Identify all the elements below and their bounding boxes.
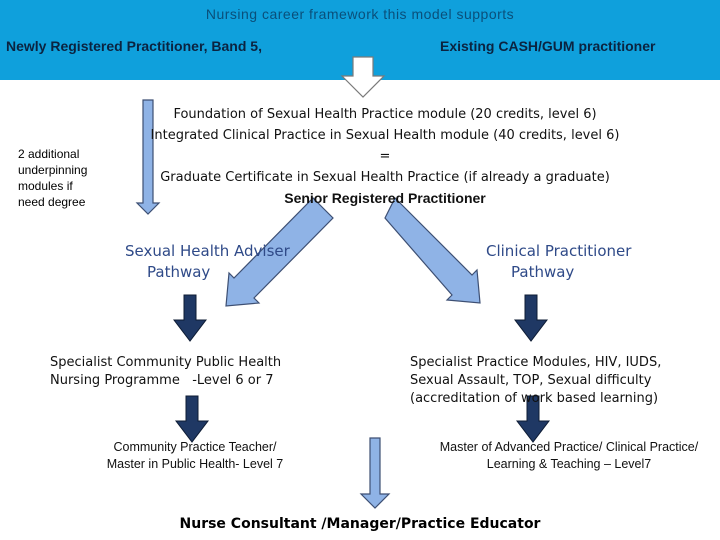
level2-line: Specialist Community Public Health	[50, 355, 282, 370]
foundation-line: Integrated Clinical Practice in Sexual H…	[150, 128, 620, 143]
newly-registered-label: Newly Registered Practitioner, Band 5,	[6, 38, 262, 54]
header-down-arrow	[340, 56, 386, 98]
side-down-arrow	[135, 99, 161, 215]
specialist-practice-block: Specialist Practice Modules, HIV, IUDS, …	[410, 354, 661, 408]
master-advanced-practice-block: Master of Advanced Practice/ Clinical Pr…	[418, 439, 720, 473]
level3-line: Community Practice Teacher/	[113, 440, 277, 454]
pathway-label: Sexual Health Adviser	[125, 242, 290, 260]
clinical-practitioner-pathway: Clinical Practitioner Pathway	[486, 241, 631, 283]
existing-practitioner-label: Existing CASH/GUM practitioner	[440, 38, 656, 54]
pathway-label: Pathway	[511, 263, 575, 281]
page-title: Nursing career framework this model supp…	[205, 6, 515, 22]
nurse-consultant-label: Nurse Consultant /Manager/Practice Educa…	[179, 516, 541, 532]
left-diagonal-arrow	[225, 197, 334, 307]
foundation-block: Foundation of Sexual Health Practice mod…	[150, 104, 620, 209]
community-practice-teacher-block: Community Practice Teacher/ Master in Pu…	[80, 439, 310, 473]
level2-line: (accreditation of work based learning)	[410, 391, 659, 406]
right-dark-arrow-2	[515, 395, 551, 443]
right-diagonal-arrow	[384, 196, 481, 304]
pathway-label: Pathway	[147, 263, 211, 281]
level3-line: Master in Public Health- Level 7	[106, 457, 284, 471]
left-dark-arrow-1	[172, 294, 208, 342]
level2-line: Specialist Practice Modules, HIV, IUDS,	[410, 355, 662, 370]
specialist-community-block: Specialist Community Public Health Nursi…	[50, 354, 281, 390]
level3-line: Learning & Teaching – Level7	[486, 457, 652, 471]
side-note: 2 additional underpinning modules if nee…	[18, 146, 87, 210]
right-dark-arrow-1	[513, 294, 549, 342]
level2-line: Nursing Programme -Level 6 or 7	[50, 373, 274, 388]
foundation-line: Graduate Certificate in Sexual Health Pr…	[160, 170, 610, 185]
pathway-label: Clinical Practitioner	[486, 242, 632, 260]
side-note-line: modules if	[18, 179, 73, 193]
foundation-line: =	[379, 149, 391, 164]
side-note-line: 2 additional	[18, 147, 80, 161]
foundation-line: Foundation of Sexual Health Practice mod…	[173, 107, 597, 122]
level3-line: Master of Advanced Practice/ Clinical Pr…	[439, 440, 699, 454]
level2-line: Sexual Assault, TOP, Sexual difficulty	[410, 373, 652, 388]
bottom-down-arrow	[359, 437, 391, 509]
side-note-line: underpinning	[18, 163, 88, 177]
side-note-line: need degree	[18, 195, 86, 209]
left-dark-arrow-2	[174, 395, 210, 443]
senior-practitioner-label: Senior Registered Practitioner	[284, 190, 486, 206]
sexual-health-adviser-pathway: Sexual Health Adviser Pathway	[125, 241, 290, 283]
